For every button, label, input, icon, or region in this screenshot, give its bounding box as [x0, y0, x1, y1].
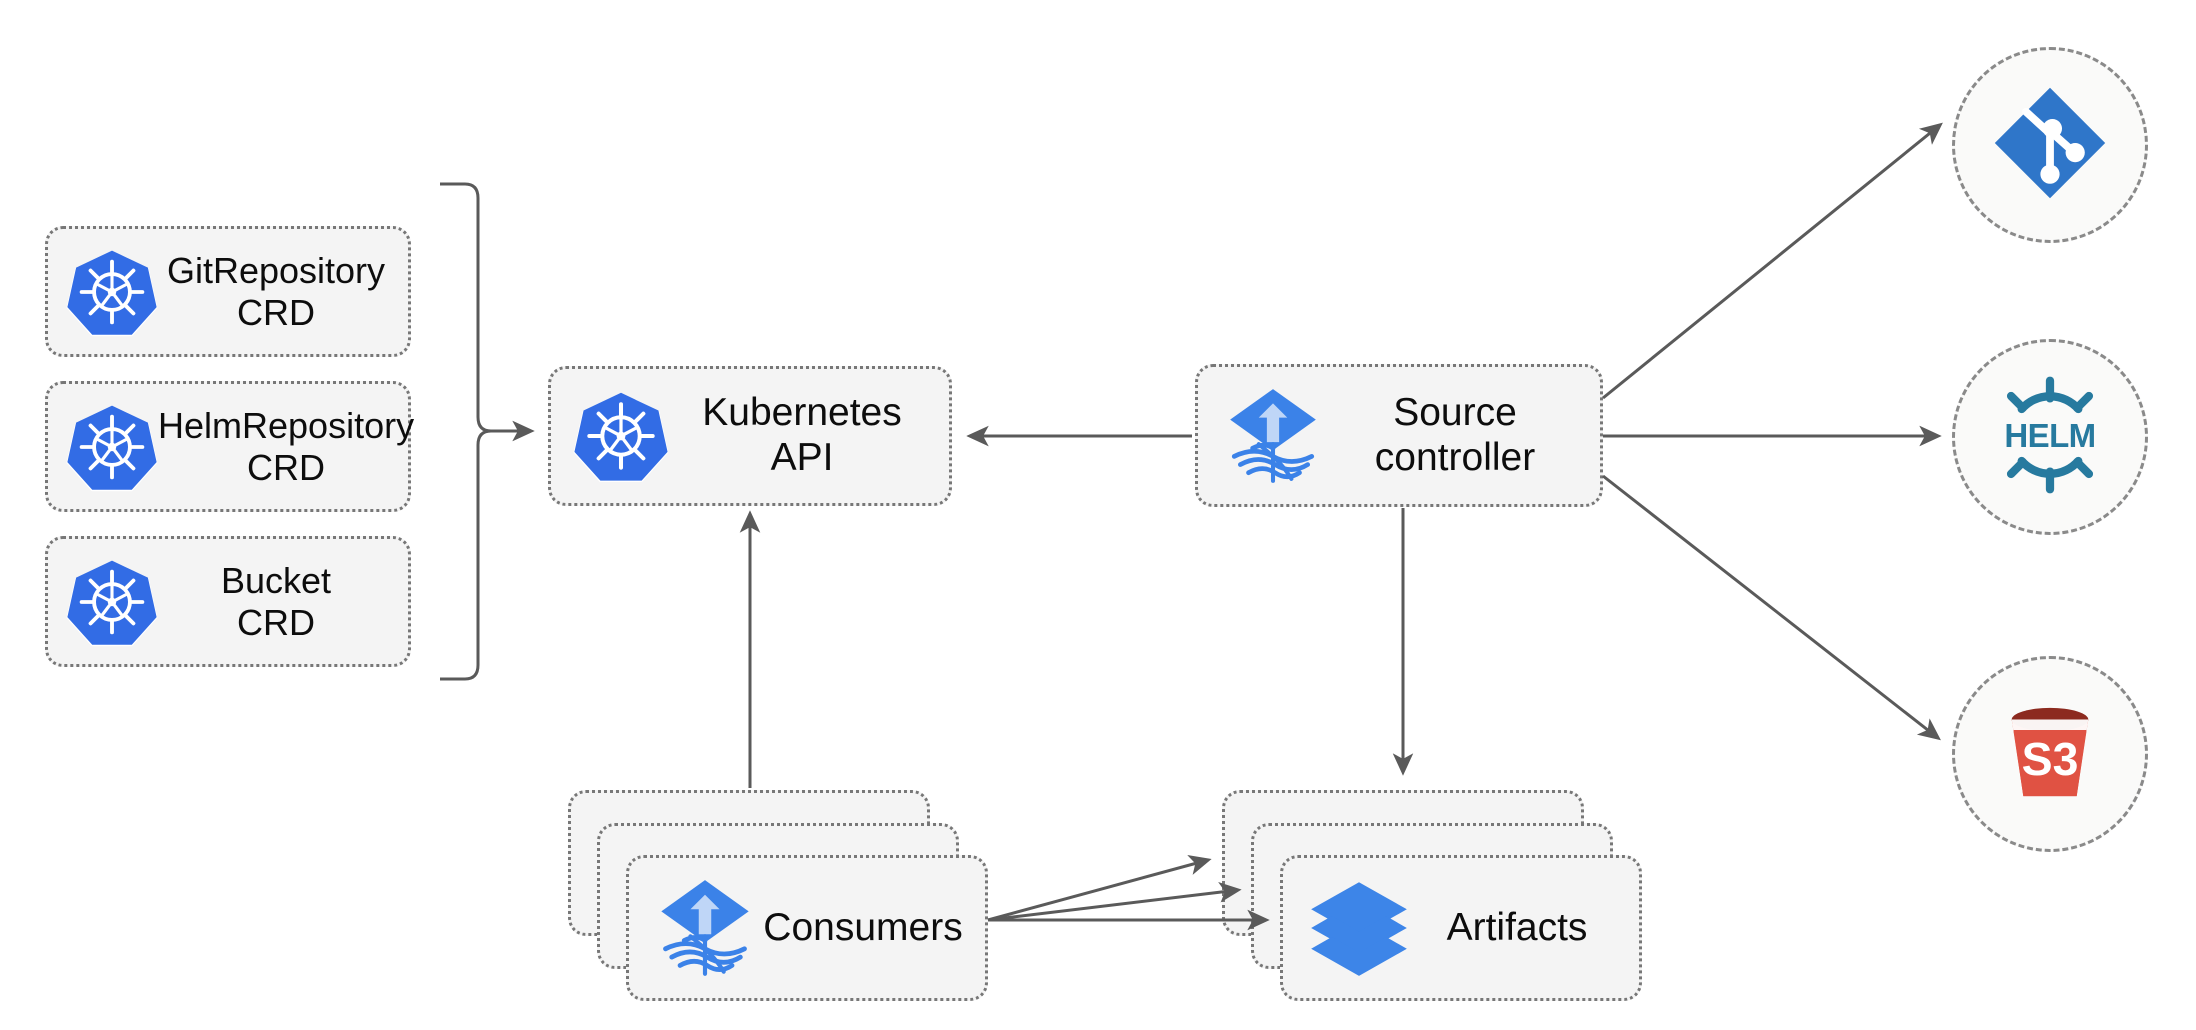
artifacts-node[interactable]: Artifacts — [1280, 855, 1642, 1001]
git-icon — [1990, 83, 2110, 208]
consumers-to-artifacts-arrow-2 — [987, 881, 1242, 922]
kubernetes-api-node[interactable]: Kubernetes API — [548, 366, 952, 506]
kubernetes-icon — [66, 556, 158, 648]
consumers-to-artifacts-arrow-1 — [987, 854, 1212, 922]
gitrepository-crd-label: GitRepository CRD — [166, 250, 386, 333]
bucket-crd-node[interactable]: Bucket CRD — [45, 536, 411, 667]
helmrepository-crd-node[interactable]: HelmRepository CRD — [45, 381, 414, 512]
source-to-s3-arrow — [1602, 474, 1941, 741]
bucket-crd-label: Bucket CRD — [220, 560, 332, 643]
s3-source-node[interactable] — [1952, 656, 2148, 852]
helm-source-node[interactable] — [1952, 339, 2148, 535]
kubernetes-api-label: Kubernetes API — [702, 391, 902, 479]
artifacts-label: Artifacts — [1446, 906, 1588, 949]
source-controller-label: Source controller — [1374, 390, 1536, 479]
flux-icon — [1222, 385, 1324, 487]
source-to-git-arrow — [1602, 122, 1943, 400]
helmrepository-crd-label: HelmRepository CRD — [158, 405, 415, 488]
source-controller-node[interactable]: Source controller — [1195, 364, 1603, 507]
kubernetes-icon — [573, 388, 669, 484]
git-source-node[interactable] — [1952, 47, 2148, 243]
kubernetes-icon — [66, 401, 158, 493]
s3-bucket-icon — [1992, 694, 2108, 815]
gitrepository-crd-node[interactable]: GitRepository CRD — [45, 226, 411, 357]
layers-icon — [1307, 876, 1411, 980]
crd-group-brace — [440, 182, 492, 681]
helm-icon — [1991, 376, 2109, 499]
consumers-label: Consumers — [763, 906, 963, 949]
kubernetes-icon — [66, 246, 158, 338]
consumers-node[interactable]: Consumers — [626, 855, 988, 1001]
flux-icon — [653, 876, 757, 980]
